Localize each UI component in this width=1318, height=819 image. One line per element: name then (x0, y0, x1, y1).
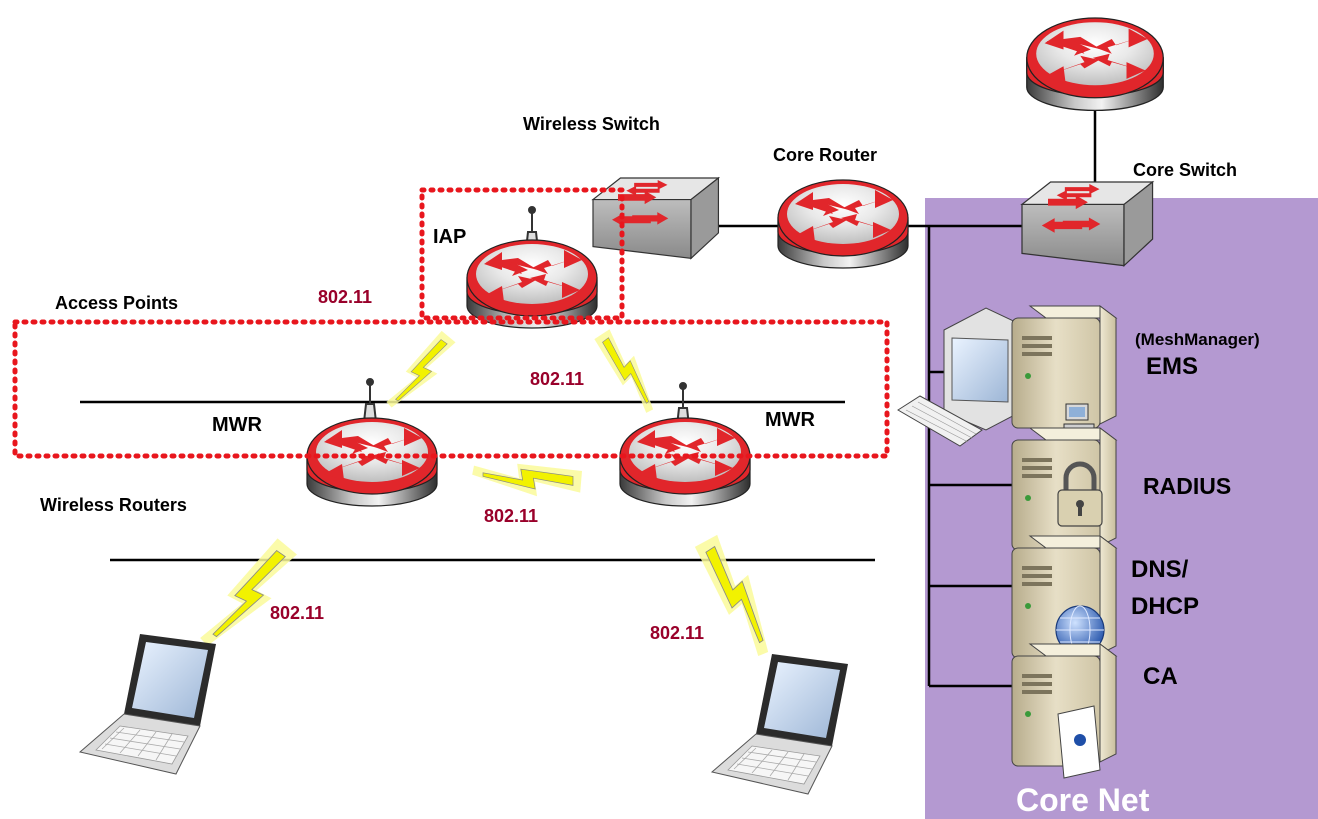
protocol-label-client-left: 802.11 (270, 603, 325, 623)
mwr-right-label: MWR (765, 409, 815, 431)
lightning-bolt-icon (383, 327, 460, 419)
lightning-bolt-icon (471, 463, 583, 497)
meshmanager-label: (MeshManager) (1135, 330, 1260, 349)
iap-label: IAP (433, 226, 467, 248)
keyboard-icon (897, 395, 983, 447)
connection-lines (80, 95, 1097, 688)
protocol-label-client-right: 802.11 (650, 623, 705, 643)
protocol-label-iap-left: 802.11 (318, 287, 373, 307)
iap-router-icon (466, 206, 598, 329)
lightning-bolt-icon (196, 533, 303, 661)
core-router-label: Core Router (773, 145, 878, 165)
dns-label: DNS/ (1131, 556, 1189, 583)
mwr-right-router-icon (619, 382, 751, 507)
globe-icon (1055, 605, 1105, 655)
ca-label: CA (1143, 663, 1178, 690)
certificate-icon (1057, 705, 1101, 779)
antenna-icon (363, 378, 377, 423)
protocol-label-mesh-link: 802.11 (484, 506, 539, 526)
server-ems-icon (1011, 305, 1117, 429)
mwr-left-router-icon (306, 378, 438, 507)
lock-icon (1057, 461, 1103, 527)
access-points-group-outline (12, 319, 890, 459)
dhcp-label: DHCP (1131, 593, 1200, 620)
workstation-icon (943, 307, 1025, 431)
ems-label: EMS (1146, 353, 1199, 380)
top-router-icon (1026, 17, 1164, 112)
protocol-label-iap-right: 802.11 (530, 369, 585, 389)
access-points-label: Access Points (55, 293, 179, 313)
wireless-routers-label: Wireless Routers (40, 495, 187, 515)
core-net-panel (925, 198, 1318, 819)
core-router-icon (777, 179, 909, 269)
iap-group-outline (419, 187, 625, 321)
core-switch-icon (1021, 181, 1154, 267)
core-switch-label: Core Switch (1133, 160, 1238, 180)
mwr-left-label: MWR (212, 414, 262, 436)
laptop-icon (711, 653, 849, 795)
wireless-switch-label: Wireless Switch (523, 114, 660, 134)
core-net-label: Core Net (1016, 782, 1150, 818)
laptop-icon (79, 633, 217, 775)
radius-label: RADIUS (1143, 473, 1232, 499)
